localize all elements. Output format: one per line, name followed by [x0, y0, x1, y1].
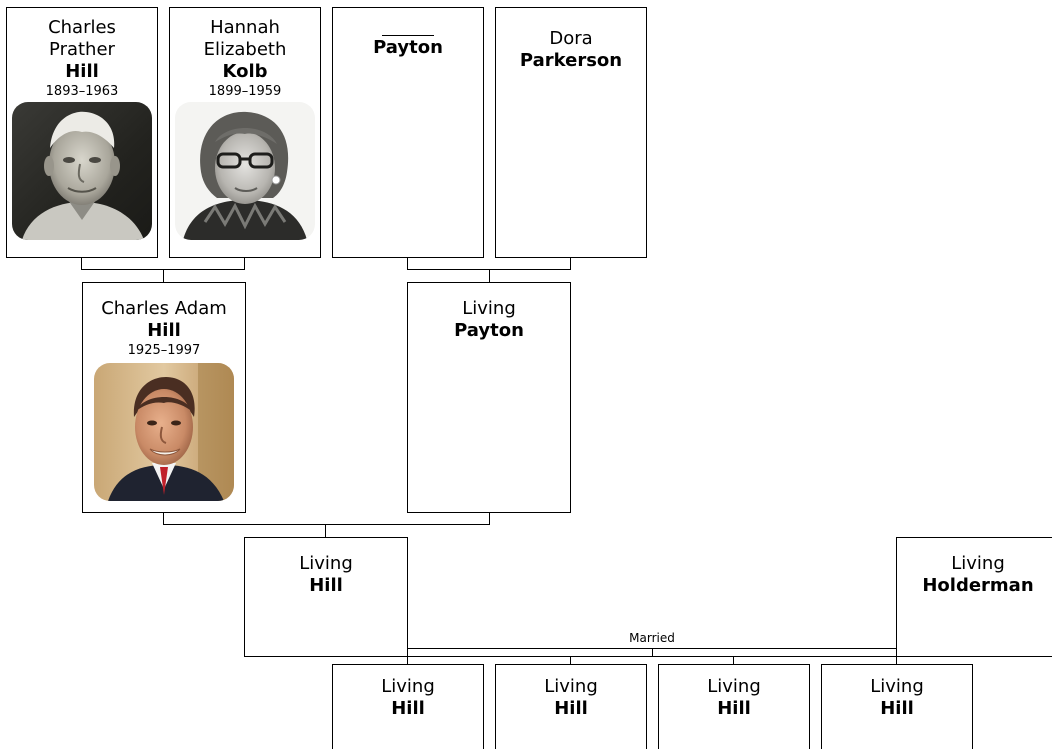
given-name: Living [951, 553, 1005, 574]
given-name: Living [381, 676, 435, 697]
surname: Holderman [922, 575, 1034, 596]
connector-hill-payton [163, 512, 490, 537]
surname: Hill [717, 698, 751, 719]
surname: Parkerson [519, 50, 623, 71]
surname: Hill [391, 698, 425, 719]
married-label: Married [602, 630, 702, 646]
connector-hill-kolb [81, 257, 245, 282]
given-name: Living [462, 298, 516, 319]
person-dora-parkerson[interactable]: Dora Parkerson [495, 7, 647, 258]
person-payton[interactable]: Payton [332, 7, 484, 258]
given-name: Dora [549, 28, 593, 49]
surname: Payton [454, 320, 524, 341]
portrait-photo [12, 102, 152, 240]
given-name: Charles Prather [48, 17, 116, 60]
portrait-photo [94, 363, 234, 501]
person-child-hill-3[interactable]: Living Hill [658, 664, 810, 749]
surname: Hill [554, 698, 588, 719]
given-name: Living [870, 676, 924, 697]
person-living-holderman[interactable]: Living Holderman [896, 537, 1052, 657]
life-dates: 1925–1997 [127, 343, 201, 358]
person-child-hill-1[interactable]: Living Hill [332, 664, 484, 749]
connector-payton-parkerson [407, 257, 571, 282]
given-name: Living [299, 553, 353, 574]
given-name: Living [707, 676, 761, 697]
person-charles-adam-hill[interactable]: Charles Adam Hill 1925–1997 [82, 282, 246, 513]
surname: Hill [147, 320, 181, 341]
person-charles-prather-hill[interactable]: Charles Prather Hill 1893–1963 [6, 7, 158, 258]
person-child-hill-2[interactable]: Living Hill [495, 664, 647, 749]
surname: Hill [880, 698, 914, 719]
life-dates: 1893–1963 [45, 84, 119, 99]
unknown-given-name [382, 21, 434, 36]
life-dates: 1899–1959 [208, 84, 282, 99]
given-name: Living [544, 676, 598, 697]
person-hannah-elizabeth-kolb[interactable]: Hannah Elizabeth Kolb 1899–1959 [169, 7, 321, 258]
connector-children [407, 648, 897, 664]
surname: Hill [65, 61, 99, 82]
given-name: Hannah Elizabeth [203, 17, 287, 60]
surname: Kolb [222, 61, 268, 82]
person-living-payton[interactable]: Living Payton [407, 282, 571, 513]
person-child-hill-4[interactable]: Living Hill [821, 664, 973, 749]
surname: Hill [309, 575, 343, 596]
given-name: Charles Adam [101, 298, 227, 319]
person-living-hill[interactable]: Living Hill [244, 537, 408, 657]
portrait-photo [175, 102, 315, 240]
surname: Payton [373, 37, 443, 58]
